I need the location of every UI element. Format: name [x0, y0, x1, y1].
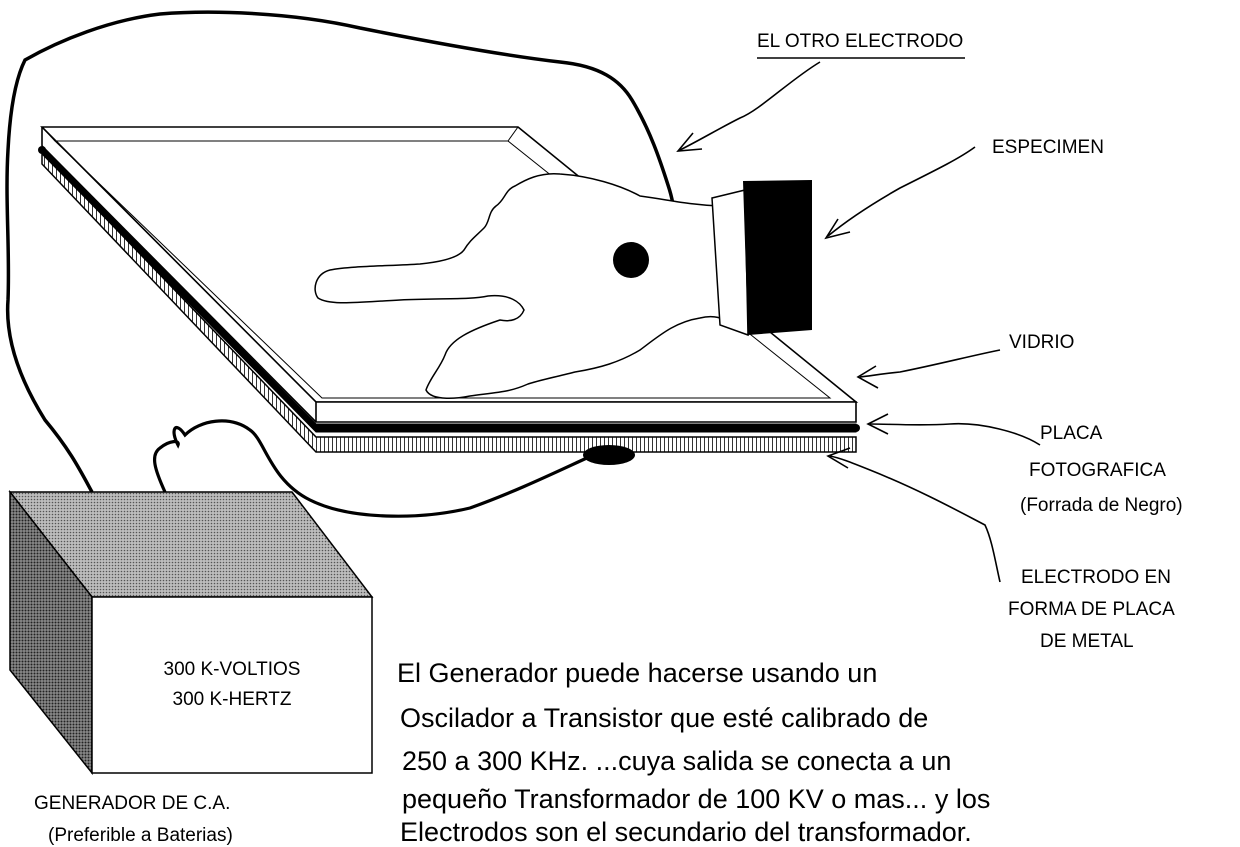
- generator-frequency: 300 K-HERTZ: [172, 689, 292, 710]
- description-line-4: pequeño Transformador de 100 KV o mas...…: [402, 784, 991, 814]
- bottom-electrode-contact: [583, 445, 635, 465]
- generator-caption-note: (Preferible a Baterias): [48, 825, 233, 846]
- label-fotografica: FOTOGRAFICA: [1029, 460, 1166, 481]
- label-vidrio: VIDRIO: [1009, 332, 1075, 353]
- label-forrada: (Forrada de Negro): [1020, 495, 1183, 516]
- black-cuff: [743, 180, 812, 335]
- description-line-5: Electrodos son el secundario del transfo…: [400, 817, 972, 847]
- plate-edge-dot-left: [38, 146, 46, 154]
- top-electrode-dot: [613, 242, 649, 278]
- electrode-wire-loop: [5, 10, 677, 493]
- description-line-2: Oscilador a Transistor que esté calibrad…: [400, 703, 929, 733]
- label-electrodo-en: ELECTRODO EN: [1021, 567, 1171, 588]
- generator-box-front: [91, 596, 373, 774]
- label-especimen: ESPECIMEN: [992, 137, 1104, 158]
- description-line-1: El Generador puede hacerse usando un: [397, 658, 878, 688]
- pointer-arrows: [676, 61, 1041, 583]
- label-placa: PLACA: [1040, 423, 1103, 444]
- generator-voltage: 300 K-VOLTIOS: [163, 659, 301, 680]
- label-otro-electrodo: EL OTRO ELECTRODO: [757, 31, 964, 52]
- plate-edge-dot-right: [852, 424, 860, 432]
- hand-specimen: [314, 172, 721, 399]
- generator-wire: [152, 419, 601, 518]
- glass-front-edge: [315, 401, 857, 423]
- description-line-3: 250 a 300 KHz. ...cuya salida se conecta…: [402, 746, 952, 776]
- label-de-metal: DE METAL: [1040, 631, 1134, 652]
- metal-plate-electrode: [41, 150, 857, 453]
- label-forma-de-placa: FORMA DE PLACA: [1008, 599, 1175, 620]
- generator-caption: GENERADOR DE C.A.: [34, 793, 231, 814]
